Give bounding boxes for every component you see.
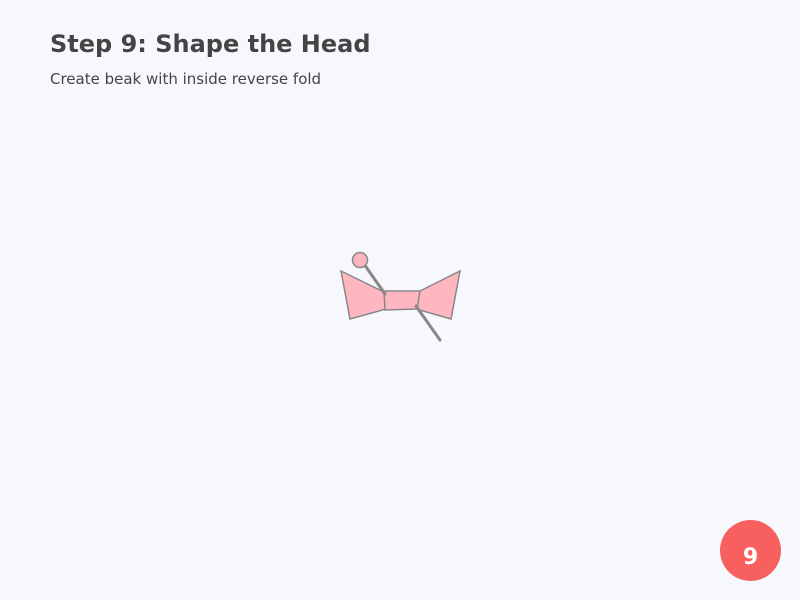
body-fold: [383, 290, 421, 311]
step-title: Step 9: Shape the Head: [50, 30, 371, 58]
tail-crease-line: [414, 304, 442, 342]
neck-crease-line: [362, 262, 387, 296]
step-badge: 9: [720, 520, 781, 581]
left-wing-fold: [339, 269, 387, 320]
step-number: 9: [742, 545, 759, 570]
step-instruction: Create beak with inside reverse fold: [50, 70, 322, 88]
right-wing-fold: [415, 269, 462, 320]
head-circle: [351, 251, 369, 269]
